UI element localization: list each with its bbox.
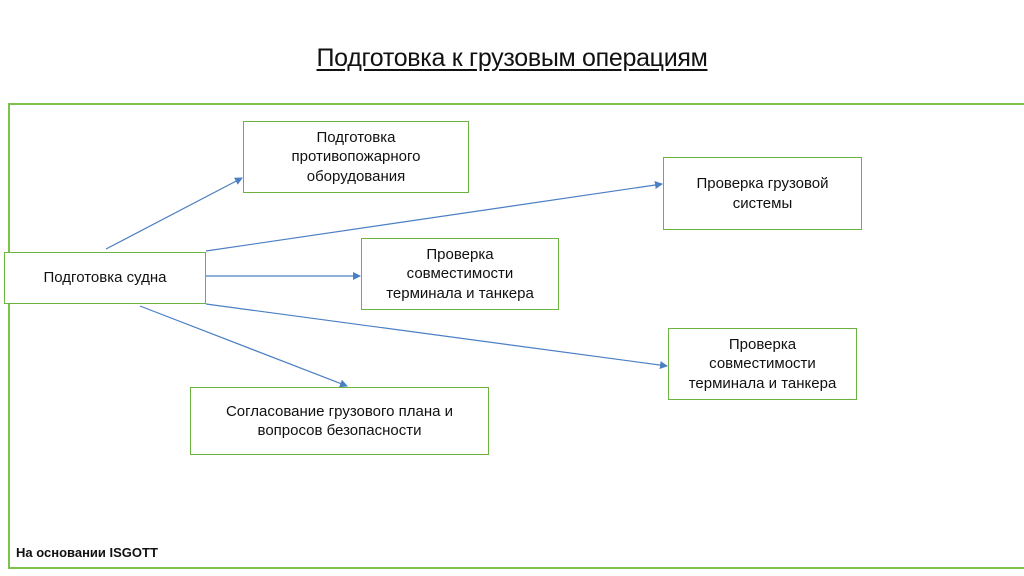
ship-preparation-label: Подготовка судна — [43, 269, 167, 287]
compatibility-check-label-2: Проверка совместимости терминала и танке… — [688, 335, 837, 392]
cargo-system-label: Проверка грузовой системы — [696, 175, 829, 212]
compatibility-check-box-2: Проверка совместимости терминала и танке… — [668, 328, 857, 400]
compatibility-check-box-1: Проверка совместимости терминала и танке… — [361, 238, 559, 310]
fire-equipment-box: Подготовка противопожарного оборудования — [243, 121, 469, 193]
fire-equipment-label: Подготовка противопожарного оборудования — [291, 128, 421, 185]
cargo-system-box: Проверка грузовой системы — [663, 157, 862, 230]
cargo-plan-label: Согласование грузового плана и вопросов … — [225, 402, 454, 440]
arrow-to-compatibility-2 — [205, 303, 668, 370]
ship-preparation-box: Подготовка судна — [4, 252, 206, 304]
diagram-frame — [8, 103, 1024, 569]
page-title: Подготовка к грузовым операциям — [316, 44, 708, 72]
arrow-to-cargo-plan — [139, 305, 348, 388]
compatibility-check-label-1: Проверка совместимости терминала и танке… — [386, 245, 534, 302]
arrow-to-fire-equipment — [105, 177, 243, 250]
cargo-plan-box: Согласование грузового плана и вопросов … — [190, 387, 489, 455]
source-footnote: На основании ISGOTT — [16, 545, 158, 560]
arrow-to-cargo-system — [205, 181, 663, 252]
